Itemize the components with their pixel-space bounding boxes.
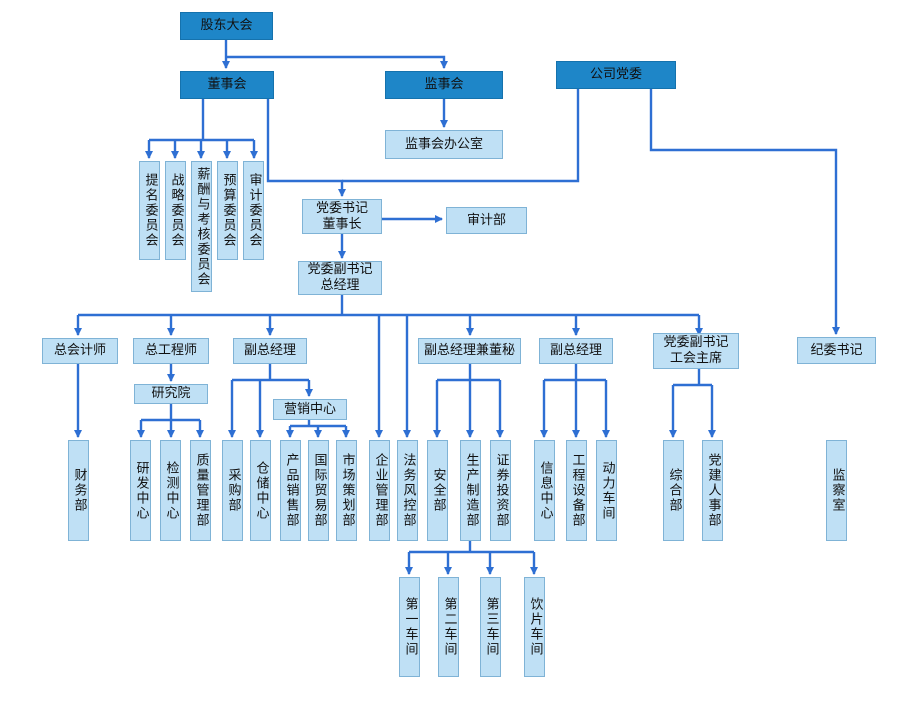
- first-workshop-node: 第一车间: [399, 577, 420, 677]
- deputy-gm-node-1: 副总经理: [233, 338, 307, 364]
- research-institute-node: 研究院: [134, 384, 208, 404]
- nomination-committee-node: 提名委员会: [139, 161, 160, 260]
- securities-investment-dept-node: 证券投资部: [490, 440, 511, 541]
- third-workshop-node: 第三车间: [480, 577, 501, 677]
- audit-department-node: 审计部: [446, 207, 527, 234]
- supervisory-office-node: 监事会办公室: [385, 130, 503, 159]
- compensation-committee-node: 薪酬与考核委员会: [191, 161, 212, 292]
- second-workshop-node: 第二车间: [438, 577, 459, 677]
- deputy-secretary-gm-node: 党委副书记 总经理: [298, 261, 382, 295]
- deputy-gm-node-2: 副总经理: [539, 338, 613, 364]
- purchasing-dept-node: 采购部: [222, 440, 243, 541]
- budget-committee-node: 预算委员会: [217, 161, 238, 260]
- market-planning-dept-node: 市场策划部: [336, 440, 357, 541]
- legal-risk-control-dept-node: 法务风控部: [397, 440, 418, 541]
- safety-dept-node: 安全部: [427, 440, 448, 541]
- decoction-pieces-workshop-node: 饮片车间: [524, 577, 545, 677]
- strategy-committee-node: 战略委员会: [165, 161, 186, 260]
- deputy-gm-board-secretary-node: 副总经理兼董秘: [418, 338, 521, 364]
- deputy-secretary-union-chair-node: 党委副书记 工会主席: [653, 333, 739, 369]
- general-affairs-dept-node: 综合部: [663, 440, 684, 541]
- discipline-secretary-node: 纪委书记: [797, 337, 876, 364]
- production-manufacturing-dept-node: 生产制造部: [460, 440, 481, 541]
- marketing-center-node: 营销中心: [273, 399, 347, 420]
- engineering-equipment-dept-node: 工程设备部: [566, 440, 587, 541]
- warehouse-center-node: 仓储中心: [250, 440, 271, 541]
- information-center-node: 信息中心: [534, 440, 555, 541]
- product-sales-dept-node: 产品销售部: [280, 440, 301, 541]
- chief-engineer-node: 总工程师: [133, 338, 209, 364]
- international-trade-dept-node: 国际贸易部: [308, 440, 329, 541]
- power-workshop-node: 动力车间: [596, 440, 617, 541]
- party-secretary-chairman-node: 党委书记 董事长: [302, 199, 382, 234]
- finance-dept-node: 财务部: [68, 440, 89, 541]
- audit-committee-node: 审计委员会: [243, 161, 264, 260]
- testing-center-node: 检测中心: [160, 440, 181, 541]
- enterprise-management-dept-node: 企业管理部: [369, 440, 390, 541]
- supervisory-board-node: 监事会: [385, 71, 503, 99]
- party-building-hr-dept-node: 党建人事部: [702, 440, 723, 541]
- shareholders-meeting-node: 股东大会: [180, 12, 273, 40]
- chief-accountant-node: 总会计师: [42, 338, 118, 364]
- quality-management-dept-node: 质量管理部: [190, 440, 211, 541]
- supervision-office-node: 监察室: [826, 440, 847, 541]
- board-of-directors-node: 董事会: [180, 71, 274, 99]
- rd-center-node: 研发中心: [130, 440, 151, 541]
- party-committee-node: 公司党委: [556, 61, 676, 89]
